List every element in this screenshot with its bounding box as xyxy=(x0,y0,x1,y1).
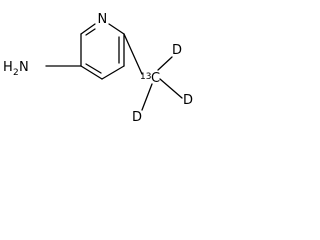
bond-c5-c4 xyxy=(80,65,103,80)
isotope-carbon-label: C xyxy=(151,71,160,86)
deuterium-right-label: D xyxy=(183,93,193,108)
isotope-mass-label: 13 xyxy=(140,72,151,82)
bond-c5-c4-inner xyxy=(85,63,102,74)
bond-c-d-right xyxy=(159,78,183,99)
deuterium-bottom-label: D xyxy=(132,110,142,125)
ring-nitrogen-label: N xyxy=(98,12,108,27)
structure-canvas: N H 2 N 13 C D D D xyxy=(0,0,204,127)
bond-c-d-top xyxy=(157,56,173,71)
bond-n-c6 xyxy=(80,23,96,35)
bond-n-c2 xyxy=(108,23,125,35)
deuterium-top-label: D xyxy=(172,43,182,58)
bond-c-d-bottom xyxy=(141,83,153,111)
amine-n-label: N xyxy=(19,60,29,75)
bond-n-c6-inner xyxy=(85,28,96,36)
amine-h-label: H xyxy=(3,60,13,75)
bond-c4-c3 xyxy=(101,65,125,80)
bond-c2-methyl xyxy=(123,33,143,75)
structure-diagram: N H 2 N 13 C D D D xyxy=(3,12,193,125)
amine-h-count: 2 xyxy=(13,68,19,78)
